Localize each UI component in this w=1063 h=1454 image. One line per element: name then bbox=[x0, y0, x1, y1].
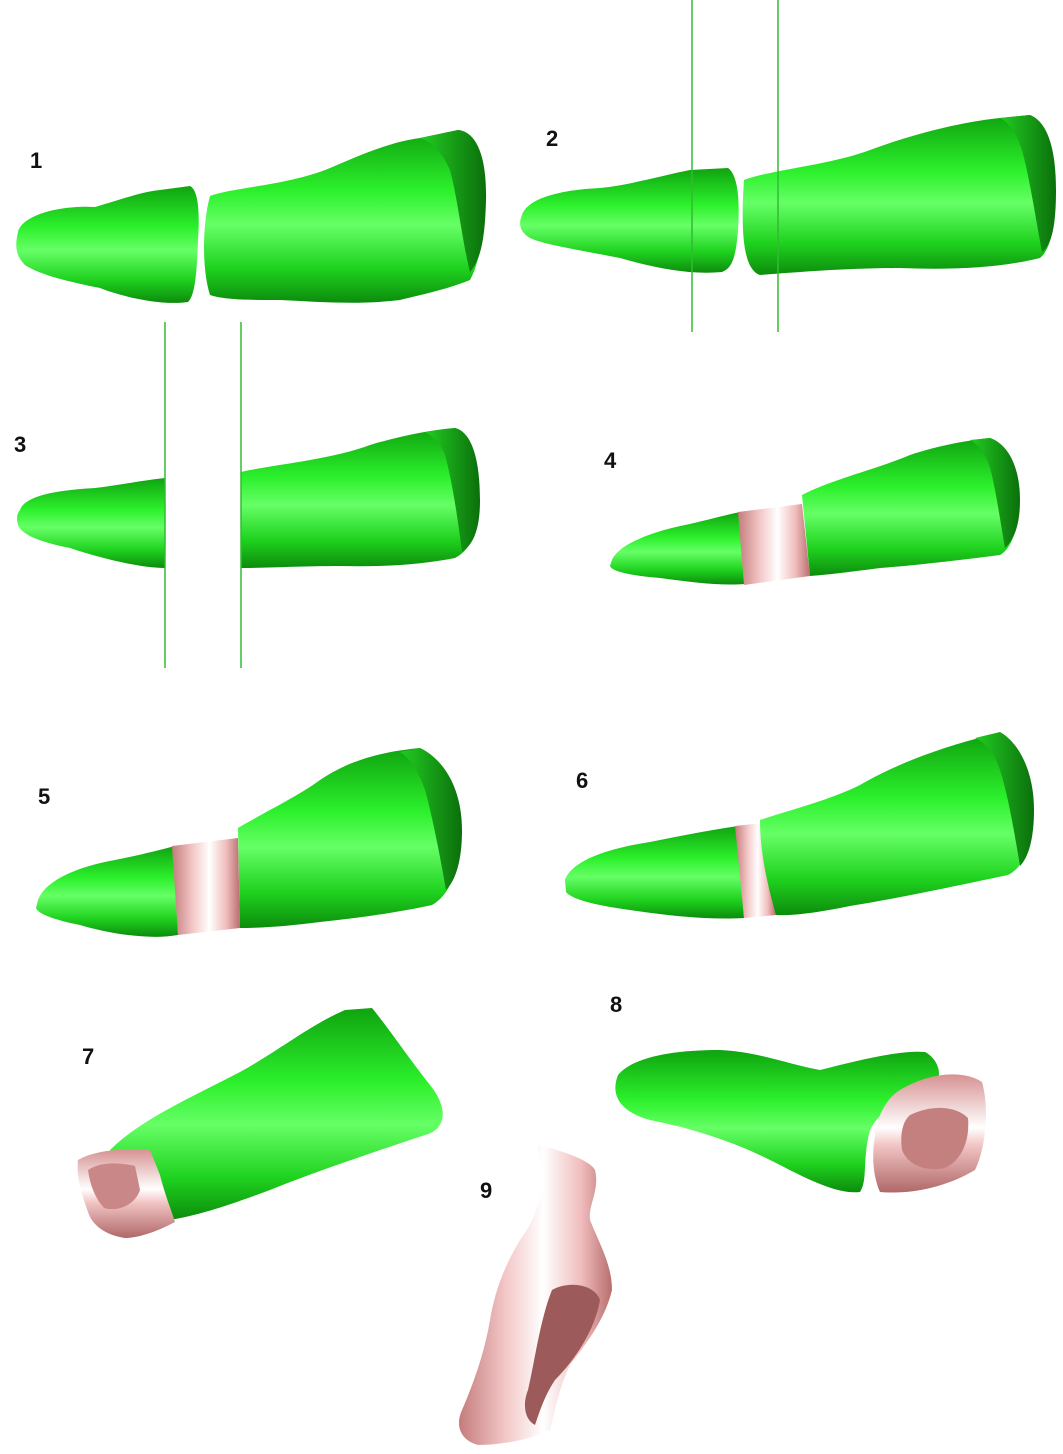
panel-7-proximal-bone-with-graft bbox=[78, 1008, 443, 1238]
panel-6-finger-bone bbox=[565, 732, 1034, 919]
panel-5-distal-fragment bbox=[36, 846, 178, 937]
panel-5-finger-bone bbox=[36, 748, 462, 937]
panel-label-7: 7 bbox=[82, 1046, 94, 1068]
panel-3-finger-bone bbox=[17, 322, 480, 668]
panel-2-finger-bone bbox=[520, 0, 1056, 332]
panel-4-graft bbox=[738, 504, 810, 585]
panel-label-2: 2 bbox=[546, 128, 558, 150]
panel-4-proximal-fragment bbox=[802, 438, 1018, 576]
panel-label-1: 1 bbox=[30, 150, 42, 172]
panel-label-6: 6 bbox=[576, 770, 588, 792]
panel-8-bone-with-graft bbox=[615, 1050, 986, 1193]
panel-4-finger-bone bbox=[610, 438, 1020, 585]
panel-label-4: 4 bbox=[604, 450, 616, 472]
panel-5-graft bbox=[172, 838, 240, 935]
panel-1-distal-fragment bbox=[16, 186, 198, 303]
panel-2-distal-fragment bbox=[520, 168, 739, 273]
panel-1-finger-bone bbox=[16, 130, 486, 303]
panel-2-proximal-fragment bbox=[743, 115, 1055, 275]
panel-3-removed-segment-gap bbox=[166, 470, 240, 575]
panel-label-5: 5 bbox=[38, 786, 50, 808]
panel-label-8: 8 bbox=[610, 994, 622, 1016]
panel-label-9: 9 bbox=[480, 1180, 492, 1202]
panel-6-distal-fragment bbox=[565, 826, 744, 919]
panel-label-3: 3 bbox=[14, 434, 26, 456]
panel-3-distal-fragment bbox=[17, 478, 165, 568]
panel-4-distal-fragment bbox=[610, 512, 745, 585]
panel-1-proximal-fragment bbox=[204, 130, 484, 303]
panel-6-proximal-fragment bbox=[760, 735, 1032, 915]
